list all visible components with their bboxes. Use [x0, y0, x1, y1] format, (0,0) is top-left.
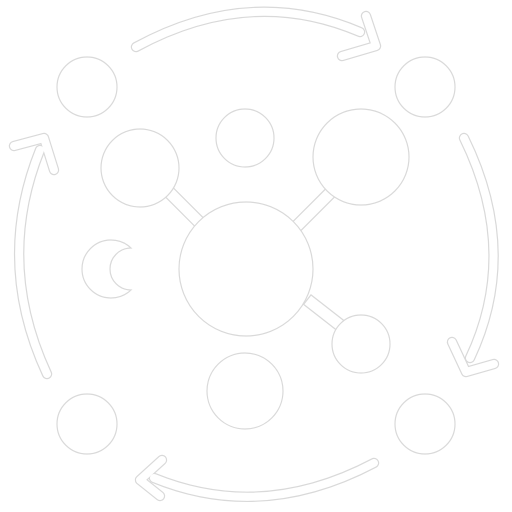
- hub-node: [178, 201, 314, 337]
- satellite-node-top: [215, 108, 275, 168]
- arrow-left: [10, 134, 58, 378]
- network-graph: [81, 108, 410, 430]
- satellite-node-upper-right: [312, 108, 410, 206]
- corner-node-top-right: [394, 56, 456, 118]
- corner-node-bottom-right: [394, 393, 456, 455]
- satellite-node-lower-right: [331, 314, 391, 374]
- corner-node-bottom-left: [56, 393, 118, 455]
- corner-node-top-left: [56, 56, 118, 118]
- corner-nodes: [56, 56, 456, 455]
- satellite-node-bottom: [206, 352, 284, 430]
- arrow-top: [132, 7, 380, 60]
- cycle-arrows: [8, 6, 500, 502]
- arrow-bottom: [136, 456, 378, 501]
- arrow-right-outline: [446, 132, 500, 378]
- satellite-node-upper-left: [100, 128, 180, 208]
- arrow-right: [448, 134, 498, 376]
- satellite-node-left: [81, 239, 133, 299]
